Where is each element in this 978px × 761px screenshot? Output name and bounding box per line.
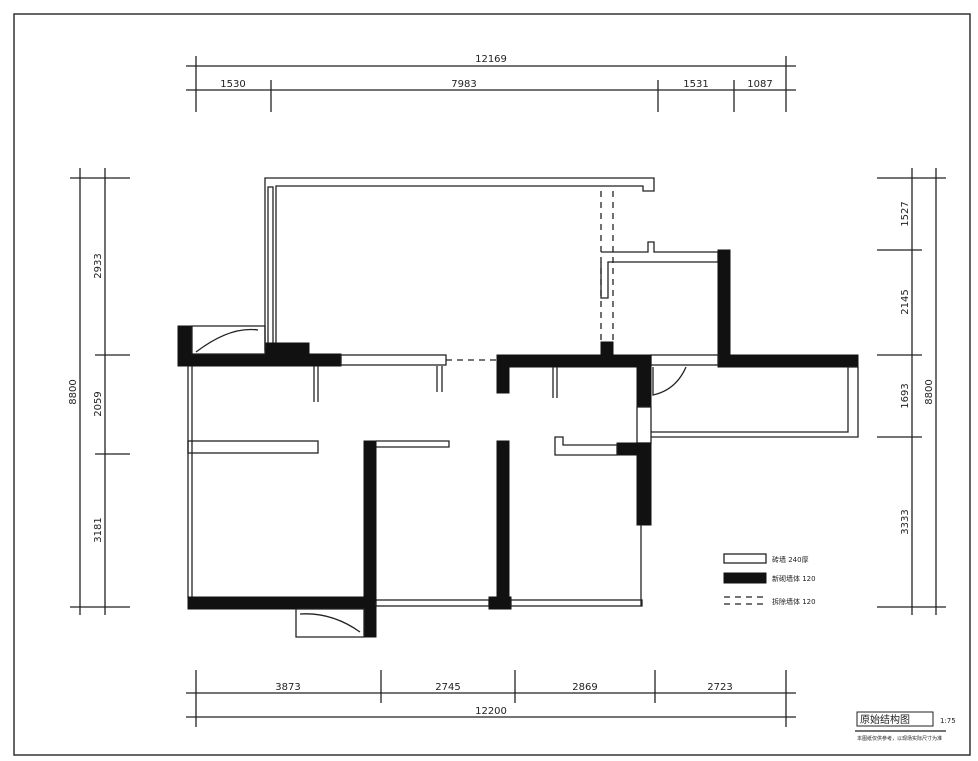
title-block: 原始结构图 1:75 本图纸仅供参考，以现场实际尺寸为准 bbox=[855, 711, 956, 742]
bottom-total-dim: 12200 bbox=[475, 706, 507, 717]
right-dim-2: 2145 bbox=[900, 289, 911, 314]
left-dim-2: 2059 bbox=[93, 391, 104, 416]
thick-wall-right-upper bbox=[636, 354, 652, 408]
legend-label-1: 砖墙 240厚 bbox=[772, 555, 809, 564]
left-dim-3: 3181 bbox=[93, 517, 104, 542]
bottom-dim-1: 3873 bbox=[275, 682, 300, 693]
right-dim-3: 1693 bbox=[900, 383, 911, 408]
drawing-subtitle: 本图纸仅供参考，以现场实际尺寸为准 bbox=[857, 735, 942, 742]
walls bbox=[177, 177, 859, 638]
bottom-dimension-chain: 3873 2745 2869 2723 12200 bbox=[186, 670, 796, 727]
thin-wall-bottom-mid bbox=[375, 599, 490, 607]
thick-partition-3 bbox=[496, 354, 510, 394]
thick-wall-right-stub bbox=[616, 442, 642, 456]
thick-wall-bottom-stub bbox=[363, 596, 377, 638]
right-wing-outline bbox=[651, 366, 859, 438]
top-dim-4: 1087 bbox=[747, 79, 772, 90]
thin-wall-bottom-right bbox=[510, 599, 643, 607]
thick-wall-top-left-2 bbox=[264, 342, 310, 356]
left-dimension-chain: 8800 2933 2059 3181 bbox=[68, 168, 130, 615]
legend-label-3: 拆除墙体 120 bbox=[772, 597, 816, 606]
thick-partition-1 bbox=[363, 440, 377, 602]
right-total-dim: 8800 bbox=[924, 379, 935, 404]
thin-wall-right-window bbox=[636, 406, 652, 444]
top-dim-1: 1530 bbox=[220, 79, 245, 90]
thick-wall-right-wing bbox=[717, 354, 859, 368]
utility-door-swing bbox=[195, 328, 259, 353]
top-total-dim: 12169 bbox=[475, 54, 507, 65]
thick-partition-2 bbox=[496, 440, 510, 602]
balcony-outline bbox=[264, 177, 655, 351]
thick-wall-right-lower bbox=[636, 442, 652, 526]
utility-area bbox=[191, 325, 266, 355]
thick-wall-bottom-left bbox=[187, 596, 377, 610]
bottom-dim-2: 2745 bbox=[435, 682, 460, 693]
interior-wall-1 bbox=[187, 440, 319, 454]
thick-wall-top-left bbox=[177, 353, 342, 367]
balcony-left-glass bbox=[267, 186, 274, 348]
thick-wall-top-right bbox=[496, 354, 652, 368]
top-dim-3: 1531 bbox=[683, 79, 708, 90]
bottom-dim-4: 2723 bbox=[707, 682, 732, 693]
right-wing-door-swing bbox=[652, 366, 687, 396]
left-total-dim: 8800 bbox=[68, 379, 79, 404]
thin-wall-right-wing bbox=[650, 354, 719, 366]
right-dim-1: 1527 bbox=[900, 201, 911, 226]
right-dimension-chain: 1527 2145 1693 3333 8800 bbox=[877, 168, 946, 615]
drawing-title: 原始结构图 bbox=[860, 713, 910, 726]
top-dimension-chain: 12169 1530 7983 1531 1087 bbox=[186, 54, 796, 112]
thick-wall-small-room-right bbox=[717, 249, 731, 359]
interior-wall-6 bbox=[554, 436, 618, 456]
bottom-dim-3: 2869 bbox=[572, 682, 597, 693]
legend-label-2: 新砌墙体 120 bbox=[772, 574, 816, 583]
interior-wall-5 bbox=[376, 440, 450, 448]
thin-wall-top-mid bbox=[340, 354, 447, 366]
title-box bbox=[856, 711, 934, 727]
small-room-top bbox=[600, 241, 719, 299]
legend: 砖墙 240厚 新砌墙体 120 拆除墙体 120 bbox=[723, 553, 816, 606]
legend-swatch-thin bbox=[723, 553, 767, 564]
legend-swatch-thick bbox=[723, 572, 767, 584]
drawing-scale: 1:75 bbox=[940, 717, 956, 725]
bottom-door-swing bbox=[299, 613, 361, 633]
top-dim-2: 7983 bbox=[451, 79, 476, 90]
bottom-utility bbox=[295, 608, 365, 638]
page-border bbox=[13, 13, 971, 756]
right-dim-4: 3333 bbox=[900, 509, 911, 534]
left-dim-1: 2933 bbox=[93, 253, 104, 278]
